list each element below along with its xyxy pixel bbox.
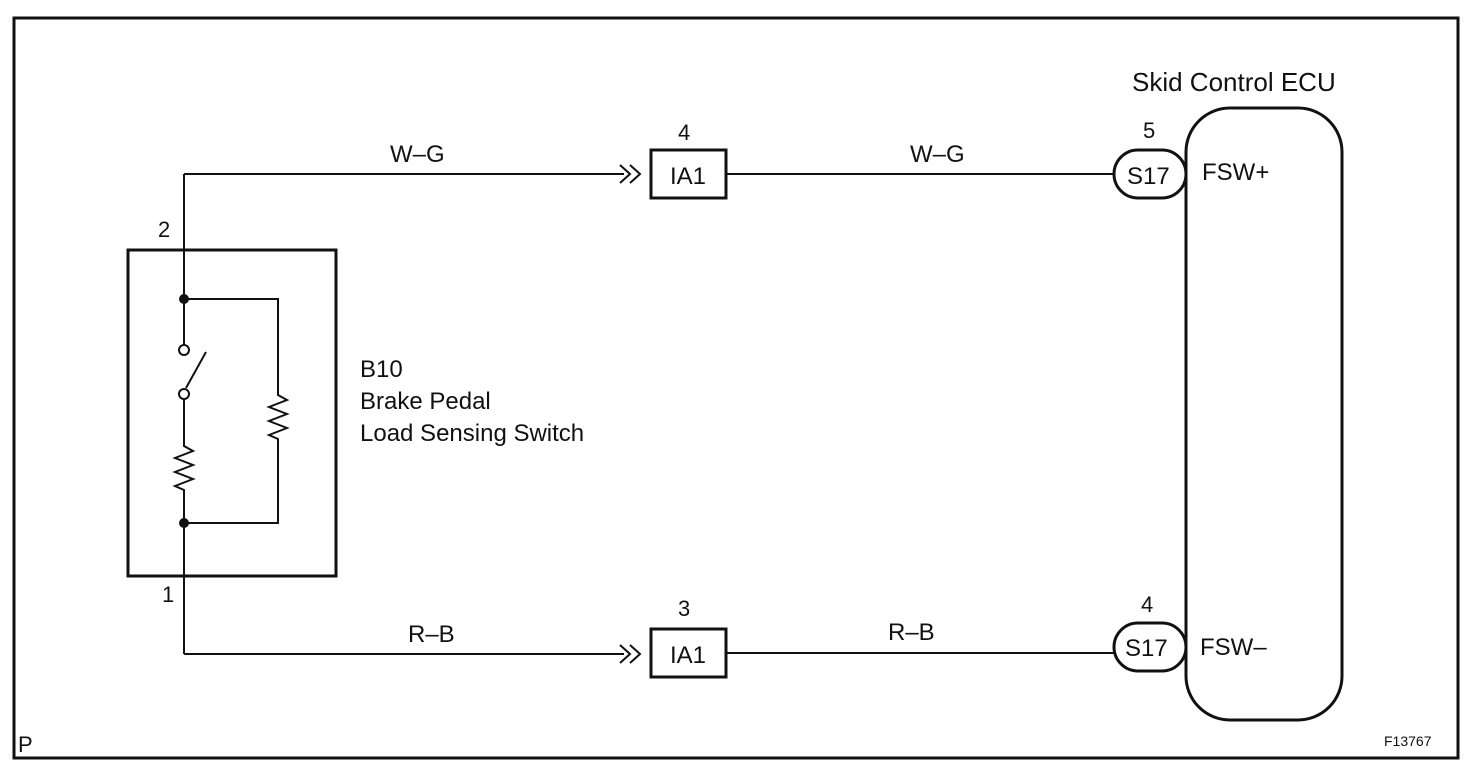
resistor-right: [266, 390, 290, 444]
bottom-ecu-connector: [1112, 621, 1188, 673]
top-junction-pin: 4: [678, 120, 690, 145]
figure-id: F13767: [1384, 733, 1432, 749]
skid-control-ecu-body: [1184, 106, 1344, 722]
switch-code-label: B10: [360, 356, 403, 383]
bottom-wire-right-color: R–B: [888, 619, 935, 646]
bottom-ecu-connector-pin: 4: [1141, 592, 1153, 617]
top-ecu-connector-label: S17: [1127, 163, 1170, 190]
switch-pin-2: 2: [158, 217, 170, 242]
switch-pin-1: 1: [162, 582, 174, 607]
top-junction-arrow-outer: [619, 164, 632, 184]
switch-blade: [185, 351, 207, 389]
top-wire-left-color: W–G: [390, 141, 445, 168]
diagram-frame: [12, 16, 1460, 760]
bottom-ecu-connector-label: S17: [1125, 635, 1168, 662]
resistor-left: [172, 440, 196, 496]
switch-internal-circuit: [172, 174, 290, 654]
top-ecu-connector-pin: 5: [1143, 118, 1155, 143]
switch-name-line-1: Brake Pedal: [360, 388, 491, 415]
footer-left-mark: P: [18, 732, 33, 757]
bottom-junction-arrow-inner: [629, 644, 642, 664]
switch-contact-lower: [178, 388, 190, 400]
top-junction-arrow-inner: [629, 164, 642, 184]
ecu-title: Skid Control ECU: [1132, 67, 1336, 97]
top-wire-right-color: W–G: [910, 141, 965, 168]
bottom-wire-left-color: R–B: [408, 621, 455, 648]
bottom-junction-label: IA1: [670, 642, 706, 669]
switch-name-line-2: Load Sensing Switch: [360, 420, 584, 447]
brake-pedal-switch-body: [126, 248, 338, 578]
top-ecu-connector: [1112, 148, 1188, 200]
top-junction-label: IA1: [670, 163, 706, 190]
bottom-junction-pin: 3: [678, 596, 690, 621]
switch-contact-upper: [178, 344, 190, 356]
bottom-junction-arrow-outer: [619, 644, 632, 664]
ecu-terminal-fsw-minus: FSW–: [1200, 634, 1267, 661]
ecu-terminal-fsw-plus: FSW+: [1202, 159, 1269, 186]
